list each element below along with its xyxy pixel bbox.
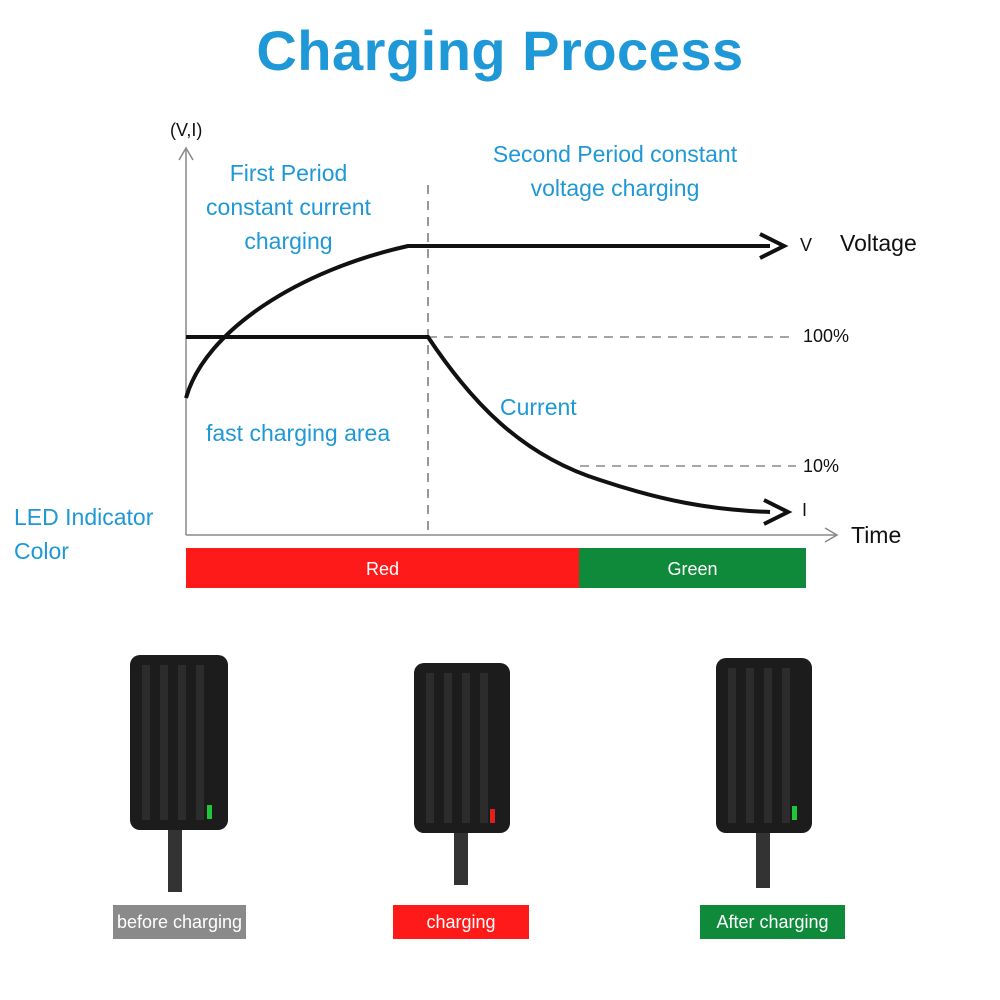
first-period-label: First Period constant current charging bbox=[206, 160, 371, 254]
led-green-light bbox=[207, 805, 212, 819]
voltage-arrowhead bbox=[759, 232, 789, 260]
charger-before bbox=[130, 655, 228, 892]
voltage-curve bbox=[184, 244, 770, 399]
charger-after bbox=[716, 658, 812, 888]
x-axis-arrow bbox=[824, 527, 839, 543]
level-100-label: 100% bbox=[803, 326, 850, 346]
led-red-light bbox=[490, 809, 495, 823]
current-label: Current bbox=[500, 394, 577, 420]
voltage-symbol: V bbox=[800, 235, 813, 255]
led-green-light bbox=[792, 806, 797, 820]
page-title: Charging Process bbox=[256, 19, 744, 82]
led-indicator-title: LED Indicator Color bbox=[14, 504, 154, 564]
current-arrowhead bbox=[763, 498, 793, 526]
led-bar-green: Green bbox=[579, 548, 806, 588]
y-axis-label: (V,I) bbox=[170, 120, 203, 140]
led-bar-red: Red bbox=[186, 548, 579, 588]
charger-charging bbox=[414, 663, 510, 885]
state-badge-after: After charging bbox=[700, 905, 845, 939]
current-curve bbox=[186, 335, 771, 514]
y-axis-arrow bbox=[178, 146, 194, 161]
state-badge-before: before charging bbox=[113, 905, 246, 939]
current-symbol: I bbox=[802, 500, 808, 520]
level-10-label: 10% bbox=[803, 456, 840, 476]
x-axis-label: Time bbox=[851, 522, 902, 548]
second-period-label: Second Period constant voltage charging bbox=[492, 141, 738, 201]
fast-charging-area-label: fast charging area bbox=[206, 420, 391, 446]
voltage-label: Voltage bbox=[840, 230, 917, 256]
state-badge-charging: charging bbox=[393, 905, 529, 939]
